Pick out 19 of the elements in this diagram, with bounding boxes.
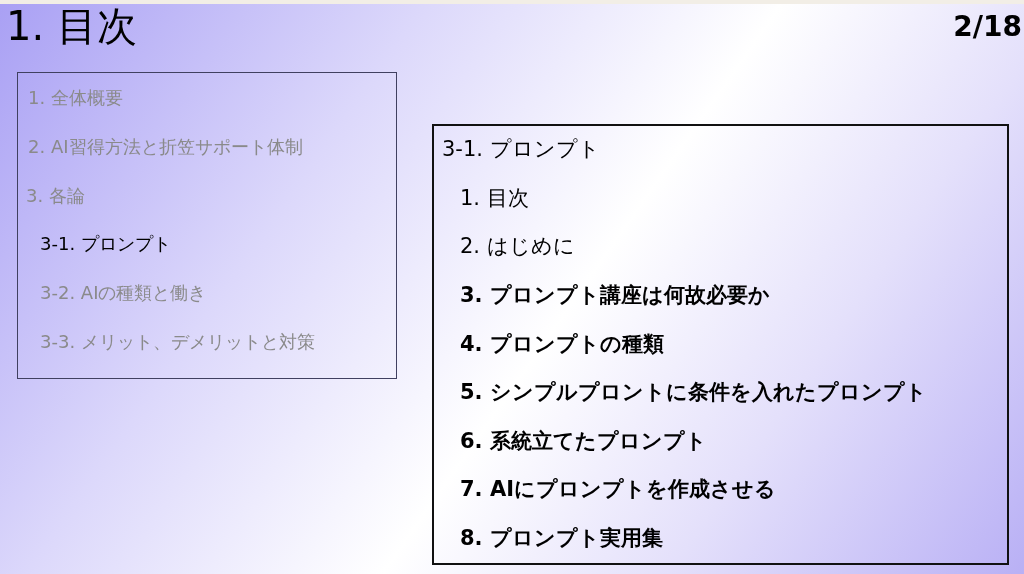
contents-panel <box>17 72 397 379</box>
list-item: 3-1. プロンプト <box>442 136 600 162</box>
list-item: 1. 全体概要 <box>28 86 123 110</box>
list-item: 1. 目次 <box>460 185 529 211</box>
list-item: 4. プロンプトの種類 <box>460 331 664 357</box>
list-item: 3-3. メリット、デメリットと対策 <box>40 330 315 354</box>
list-item: 7. AIにプロンプトを作成させる <box>460 476 776 502</box>
list-item: 3. プロンプト講座は何故必要か <box>460 282 770 308</box>
list-item: 2. AI習得方法と折笠サポート体制 <box>28 135 303 159</box>
list-item: 3-2. AIの種類と働き <box>40 281 207 305</box>
list-item: 6. 系統立てたプロンプト <box>460 428 707 454</box>
contents-panel <box>432 124 1009 565</box>
page-number: 2/18 <box>953 10 1022 44</box>
list-item: 3-1. プロンプト <box>40 232 171 256</box>
list-item: 3. 各論 <box>26 184 85 208</box>
list-item: 5. シンプルプロントに条件を入れたプロンプト <box>460 379 927 405</box>
list-item: 8. プロンプト実用集 <box>460 525 663 551</box>
list-item: 2. はじめに <box>460 233 575 259</box>
slide-title: 1. 目次 <box>6 2 137 50</box>
